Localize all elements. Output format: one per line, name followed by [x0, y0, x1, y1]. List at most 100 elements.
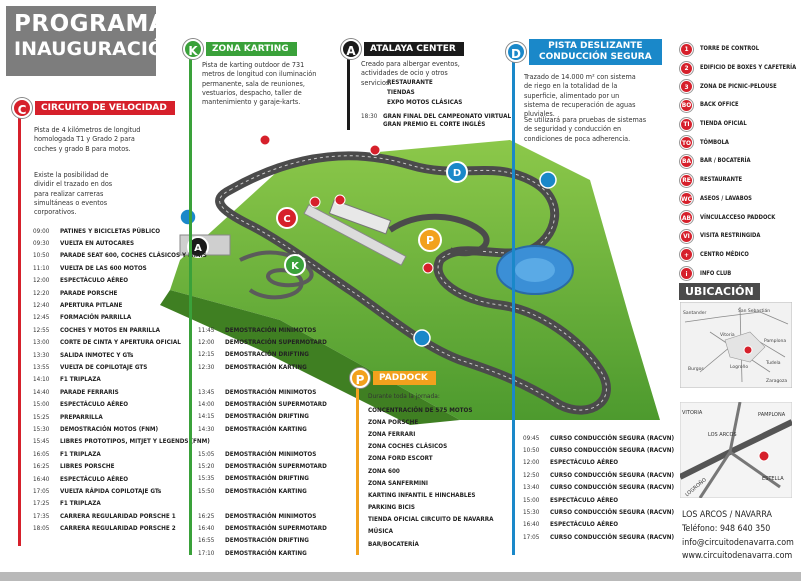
legend-label: EDIFICIO DE BOXES Y CAFETERÍA — [700, 65, 797, 72]
parking-marker[interactable] — [539, 171, 557, 189]
schedule-time: 13:45 — [198, 388, 215, 396]
title-line-1: PROGRAMA — [14, 11, 168, 37]
atalaya-marker[interactable] — [187, 236, 209, 258]
legend-label: TÓMBOLA — [700, 139, 729, 146]
map-label: Santander — [683, 310, 706, 316]
schedule-time: 15:25 — [33, 413, 50, 421]
schedule-time: 16:55 — [198, 537, 215, 545]
circuito-marker[interactable] — [276, 207, 298, 229]
access-map: LOS ARCOS LOGROÑO VITORIA PAMPLONA ESTEL… — [680, 402, 792, 498]
contact-email[interactable]: info@circuitodenavarra.com — [682, 537, 794, 548]
legend-label: CENTRO MÉDICO — [700, 251, 749, 258]
schedule-label: F1 TRIPLAZA — [60, 376, 101, 384]
legend-icon: 3 — [680, 80, 693, 94]
schedule-time: 12:00 — [33, 277, 50, 285]
atalaya-desc: Creado para albergar eventos, actividade… — [361, 59, 460, 87]
atalaya-line — [347, 50, 350, 130]
schedule-label: ESPECTÁCULO AÉREO — [550, 459, 619, 467]
map-label: PAMPLONA — [758, 412, 786, 418]
paddock-line — [356, 380, 359, 555]
schedule-time: 17:35 — [33, 512, 50, 520]
schedule-time: 13:40 — [523, 484, 540, 492]
schedule-label: CURSO CONDUCCIÓN SEGURA (RACVN) — [550, 447, 675, 455]
schedule-label: DEMOSTRACIÓN MINIMOTOS — [225, 512, 317, 520]
schedule-label: CURSO CONDUCCIÓN SEGURA (RACVN) — [550, 484, 675, 492]
schedule-time: 11:10 — [33, 264, 50, 272]
title-line-2: INAUGURACIÓN — [14, 38, 180, 60]
poi-marker[interactable] — [334, 194, 346, 206]
schedule-row — [198, 436, 327, 448]
atalaya-event-line-2: GRAN PREMIO EL CORTE INGLÉS — [383, 121, 486, 128]
paddock-marker[interactable] — [418, 228, 442, 252]
schedule-row: 17:25 F1 TRIPLAZA — [33, 498, 210, 510]
schedule-row — [198, 374, 327, 386]
legend-label: BACK OFFICE — [700, 102, 739, 109]
schedule-time: 14:40 — [33, 388, 50, 396]
schedule-label: DEMOSTRACIÓN DRIFTING — [225, 537, 309, 545]
atalaya-event-text: GRAN FINAL DEL CAMPEONATO VIRTUAL GRAN P… — [383, 113, 511, 129]
schedule-time: 15:05 — [198, 450, 215, 458]
schedule-time: 15:00 — [523, 496, 540, 504]
parking-marker[interactable] — [413, 329, 431, 347]
list-item: CONCENTRACIÓN DE 575 MOTOS — [368, 406, 473, 414]
schedule-time: 09:30 — [33, 240, 50, 248]
paddock-header: P PADDOCK — [350, 368, 436, 388]
schedule-time: 17:05 — [33, 487, 50, 495]
map-label: VITORIA — [682, 410, 703, 416]
schedule-label: LIBRES PROTOTIPOS, MITJET Y LEGENDS (FNM… — [60, 438, 210, 446]
schedule-time: 16:40 — [523, 521, 540, 529]
pista-marker[interactable] — [446, 161, 468, 183]
schedule-time: 17:05 — [523, 533, 540, 541]
atalaya-event-line-1: GRAN FINAL DEL CAMPEONATO VIRTUAL — [383, 113, 512, 120]
schedule-time: 09:00 — [33, 227, 50, 235]
poi-marker[interactable] — [422, 262, 434, 274]
schedule-label: APERTURA PITLANE — [60, 302, 123, 310]
legend-label: TIENDA OFICIAL — [700, 121, 747, 128]
poi-marker[interactable] — [369, 144, 381, 156]
contact-website[interactable]: www.circuitodenavarra.com — [682, 551, 793, 562]
schedule-time: 17:25 — [33, 500, 50, 508]
map-label: Burgos — [688, 366, 704, 372]
circuit-map: P C K A D — [160, 134, 660, 425]
poi-marker[interactable] — [259, 134, 271, 146]
schedule-label: F1 TRIPLAZA — [60, 500, 101, 508]
poi-marker[interactable] — [309, 196, 321, 208]
contact-phone[interactable]: Teléfono: 948 640 350 — [682, 523, 771, 534]
karting-marker[interactable] — [284, 254, 306, 276]
pit-building — [303, 204, 407, 266]
schedule-time: 16:05 — [33, 450, 50, 458]
legend-icon: VI — [680, 229, 693, 243]
pista-tag-line-1: PISTA DESLIZANTE — [548, 41, 643, 51]
schedule-label: FORMACIÓN PARRILLA — [60, 314, 132, 322]
parking-marker[interactable] — [179, 208, 197, 226]
schedule-time: 12:30 — [198, 363, 215, 371]
circuito-desc: Pista de 4 kilómetros de longitud homolo… — [34, 125, 141, 153]
legend-icon: + — [680, 248, 693, 262]
contact-info: LOS ARCOS / NAVARRA Teléfono: 948 640 35… — [682, 509, 794, 564]
schedule-time: 09:45 — [523, 434, 540, 442]
map-label: Tudela — [765, 360, 781, 366]
inner-track — [388, 213, 490, 257]
map-label: Zaragoza — [766, 378, 787, 384]
map-label: Vitoria — [720, 332, 735, 338]
legend-item: + CENTRO MÉDICO — [680, 246, 798, 265]
schedule-label: ESPECTÁCULO AÉREO — [550, 496, 619, 504]
